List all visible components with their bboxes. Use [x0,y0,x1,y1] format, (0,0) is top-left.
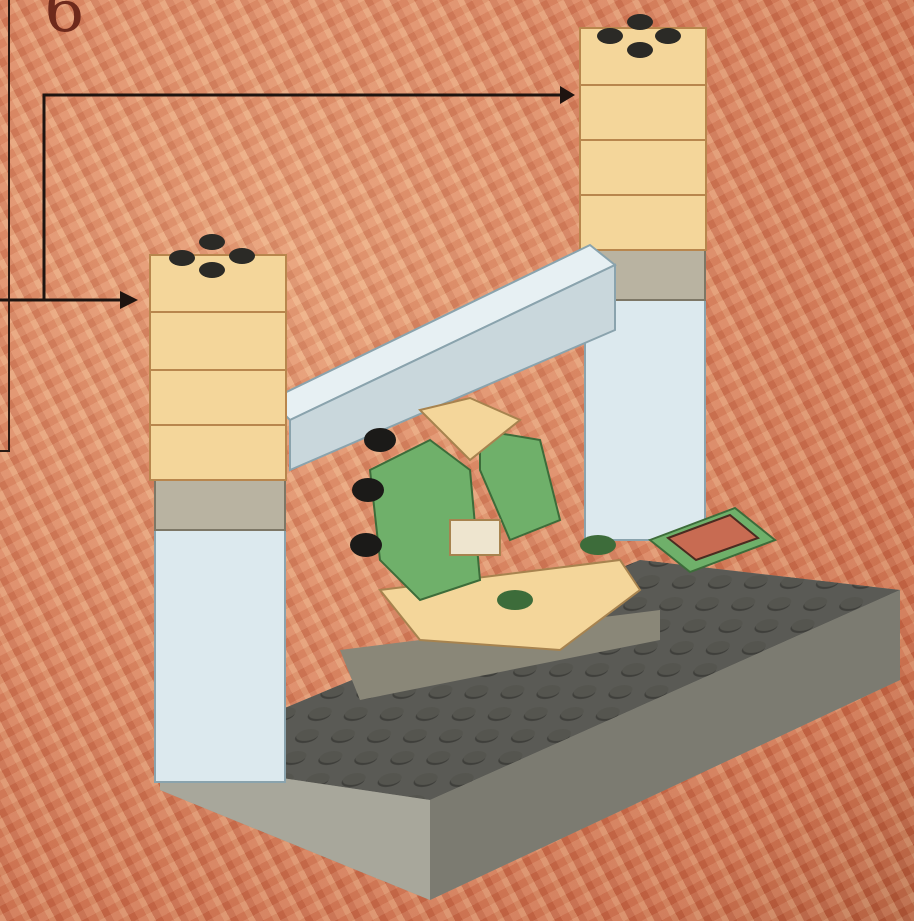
left-pillar [150,234,286,782]
top-beam [270,245,615,470]
arrow-icon [120,291,138,309]
arrow-icon [560,86,575,104]
guide-arrows [0,86,575,309]
